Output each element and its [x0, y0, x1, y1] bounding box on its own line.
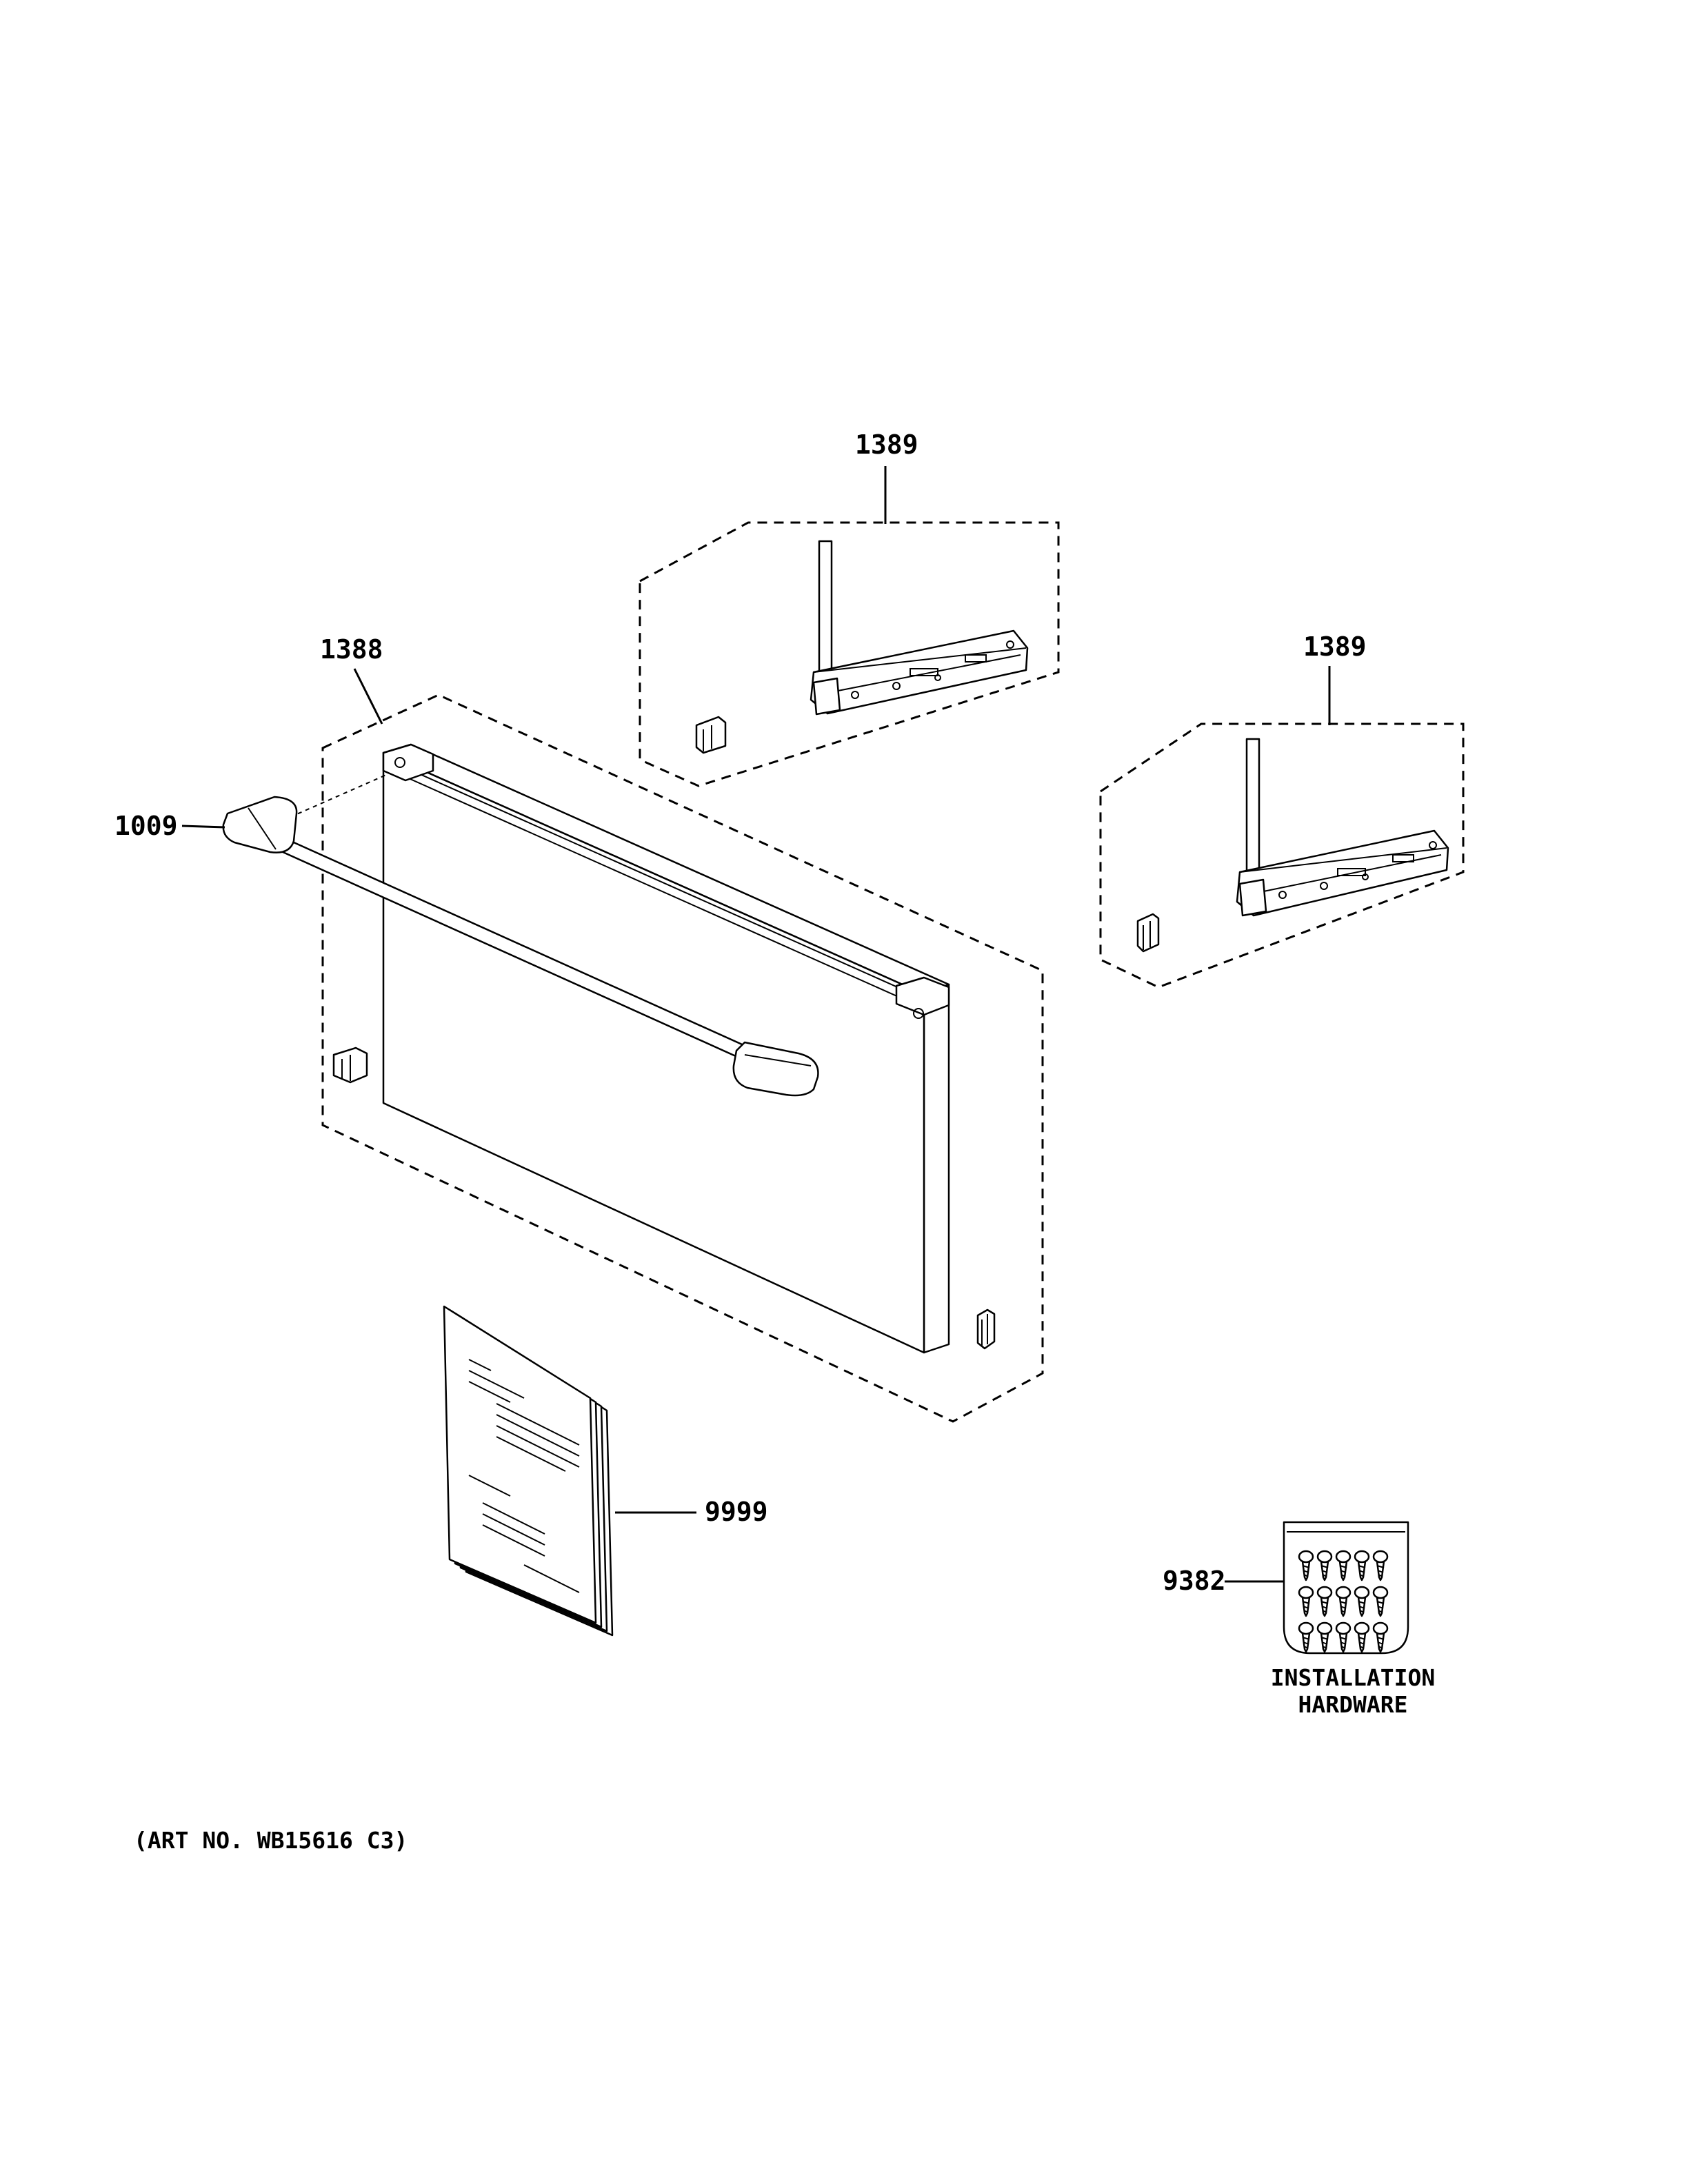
- art-number: (ART NO. WB15616 C3): [134, 1827, 408, 1854]
- screw-icon: [1335, 1586, 1352, 1617]
- hardware-label-line2: HARDWARE: [1298, 1691, 1408, 1718]
- screw-icon: [1372, 1586, 1389, 1617]
- door-clip-left: [332, 1046, 368, 1084]
- hinge-top-group-boundary: [639, 521, 1060, 787]
- screw-icon: [1354, 1550, 1370, 1581]
- handle-mount-hidden-line: [282, 774, 387, 821]
- hardware-bag-part: [1283, 1521, 1409, 1655]
- hinge-right-group-boundary: [1099, 722, 1465, 989]
- screw-icon: [1335, 1621, 1352, 1653]
- screw-icon: [1372, 1621, 1389, 1653]
- door-panel-assembly: 1388 1009: [114, 634, 1044, 1423]
- hinge-top-part: [810, 540, 1029, 716]
- hinge-assembly-right: 1389: [1099, 631, 1465, 989]
- hinge-assembly-top: 1389: [639, 429, 1060, 787]
- hinge-right-clip: [1136, 913, 1160, 953]
- screw-icon: [1354, 1621, 1370, 1653]
- screw-icon: [1335, 1550, 1352, 1581]
- door-panel-leader-line: [353, 668, 383, 725]
- screw-icon: [1298, 1586, 1314, 1617]
- screw-icon: [1316, 1586, 1333, 1617]
- hinge-top-callout: 1389: [855, 429, 918, 460]
- door-clip-bottom: [976, 1308, 996, 1350]
- door-panel-group-boundary: [321, 694, 1044, 1423]
- screw-icon: [1316, 1550, 1333, 1581]
- screw-grid: [1298, 1550, 1389, 1653]
- screw-icon: [1372, 1550, 1389, 1581]
- hardware-callout: 9382: [1163, 1566, 1226, 1596]
- screw-icon: [1354, 1586, 1370, 1617]
- hinge-right-part: [1236, 738, 1449, 917]
- handle-callout: 1009: [114, 811, 178, 841]
- door-panel-callout: 1388: [320, 634, 383, 665]
- door-panel-part: [382, 743, 950, 1354]
- hinge-top-clip: [695, 716, 727, 754]
- hinge-right-callout: 1389: [1303, 631, 1367, 662]
- door-handle-part: [222, 774, 819, 1097]
- hardware-label-line1: INSTALLATION: [1271, 1664, 1435, 1691]
- screw-icon: [1316, 1621, 1333, 1653]
- screw-icon: [1298, 1621, 1314, 1653]
- manual-part: [443, 1305, 614, 1637]
- screw-icon: [1298, 1550, 1314, 1581]
- manual-text-lines: [468, 1359, 580, 1593]
- handle-leader-line: [181, 825, 225, 829]
- manual-callout: 9999: [705, 1497, 768, 1527]
